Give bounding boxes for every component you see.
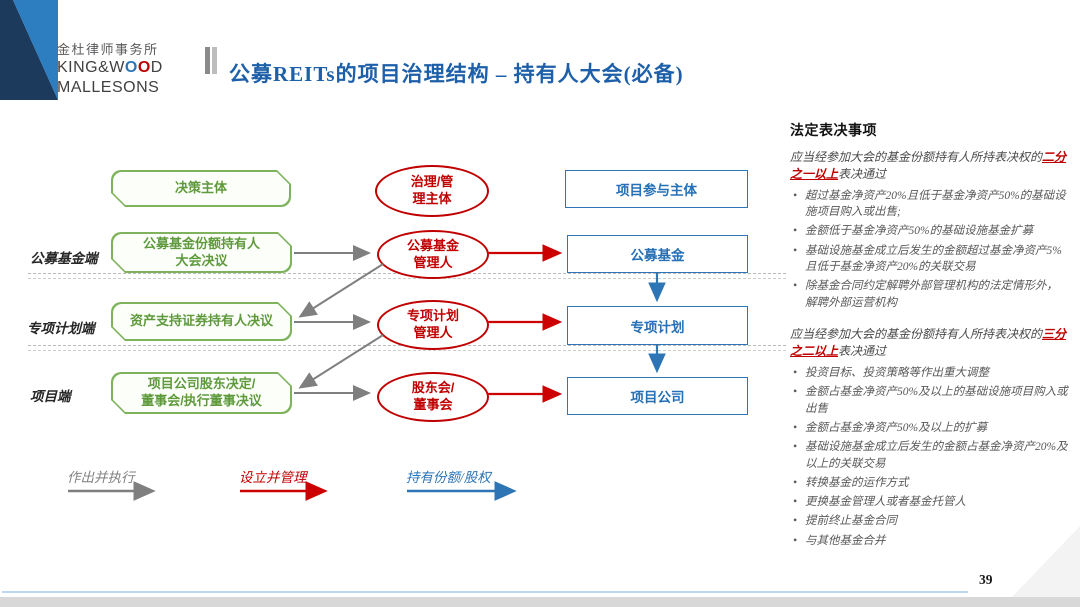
two-thirds-majority-highlight: 三分之二以上 — [790, 327, 1067, 359]
logo-blue-triangle — [13, 0, 58, 100]
green-header-decision-entity: 决策主体 — [111, 170, 291, 207]
panel-section1-bullets: 超过基金净资产20%且低于基金净资产50%的基础设施项目购入或出售; 金额低于基… — [790, 188, 1068, 311]
green-box-label: 公募基金份额持有人 大会决议 — [113, 234, 291, 272]
gray-diagonal-manager1-to-resolution2 — [298, 263, 384, 318]
logo-english-name-line1: KING&WOOD — [57, 58, 163, 78]
green-header-label: 决策主体 — [113, 172, 290, 206]
kwm-logo-mark-icon — [0, 0, 58, 100]
page-title: 公募REITs的项目治理结构 – 持有人大会(必备) — [229, 62, 684, 87]
blue-header-participant-entity: 项目参与主体 — [565, 170, 748, 208]
green-box-project-company-resolution: 项目公司股东决定/ 董事会/执行董事决议 — [111, 372, 292, 414]
green-box-label: 资产支持证券持有人决议 — [113, 304, 291, 340]
panel-section1-intro: 应当经参加大会的基金份额持有人所持表决权的二分之一以上表决通过 — [790, 149, 1068, 184]
blue-box-special-plan: 专项计划 — [567, 306, 748, 345]
green-box-label: 项目公司股东决定/ 董事会/执行董事决议 — [113, 374, 291, 413]
bullet-item: 与其他基金合并 — [793, 533, 1068, 550]
bullet-item: 金额低于基金净资产50%的基础设施基金扩募 — [793, 223, 1068, 240]
bullet-item: 基础设施基金成立后发生的金额占基金净资产20%及以上的关联交易 — [793, 439, 1068, 472]
bullet-item: 更换基金管理人或者基金托管人 — [793, 494, 1068, 511]
oval-special-plan-manager: 专项计划 管理人 — [377, 300, 489, 350]
logo-en-post: D — [150, 59, 163, 77]
intro-text: 表决通过 — [838, 344, 887, 359]
statutory-voting-matters-panel: 法定表决事项 应当经参加大会的基金份额持有人所持表决权的二分之一以上表决通过 超… — [790, 120, 1068, 564]
row-label-special-plan-side: 专项计划端 — [27, 321, 95, 336]
logo-english-name-line2: MALLESONS — [57, 79, 160, 97]
bullet-item: 超过基金净资产20%且低于基金净资产50%的基础设施项目购入或出售; — [793, 188, 1068, 221]
title-accent-bar-dark — [205, 47, 210, 74]
oval-public-fund-manager: 公募基金 管理人 — [377, 230, 489, 279]
oval-shareholders-board: 股东会/ 董事会 — [377, 372, 489, 422]
half-majority-highlight: 二分之一以上 — [790, 150, 1067, 182]
row-label-public-fund-side: 公募基金端 — [30, 251, 98, 266]
intro-text: 应当经参加大会的基金份额持有人所持表决权的 — [790, 327, 1043, 342]
bullet-item: 投资目标、投资策略等作出重大调整 — [793, 365, 1068, 382]
row-label-project-side: 项目端 — [30, 389, 71, 404]
panel-title: 法定表决事项 — [790, 124, 877, 139]
title-accent-bar-light — [212, 47, 217, 74]
bullet-item: 金额占基金净资产50%及以上的基础设施项目购入或出售 — [793, 384, 1068, 417]
bullet-item: 转换基金的运作方式 — [793, 475, 1068, 492]
intro-text: 表决通过 — [838, 167, 887, 182]
logo-en-pre: KING&W — [57, 59, 125, 77]
panel-section2-bullets: 投资目标、投资策略等作出重大调整 金额占基金净资产50%及以上的基础设施项目购入… — [790, 365, 1068, 550]
gray-diagonal-manager2-to-resolution3 — [298, 334, 384, 389]
bullet-item: 基础设施基金成立后发生的金额超过基金净资产5%且低于基金净资产20%的关联交易 — [793, 243, 1068, 276]
legend-label-make-and-execute: 作出并执行 — [67, 470, 135, 485]
logo-navy-triangle — [0, 0, 58, 100]
footer-bottom-bar — [0, 597, 1080, 607]
logo-chinese-name: 金杜律师事务所 — [57, 42, 159, 57]
bullet-item: 金额占基金净资产50%及以上的扩募 — [793, 420, 1068, 437]
panel-section2-intro: 应当经参加大会的基金份额持有人所持表决权的三分之二以上表决通过 — [790, 326, 1068, 361]
green-box-fund-holder-resolution: 公募基金份额持有人 大会决议 — [111, 232, 292, 273]
logo-red-o: O — [137, 59, 151, 77]
footer-accent-line — [2, 591, 968, 593]
page-number: 39 — [979, 572, 993, 587]
legend-label-establish-and-manage: 设立并管理 — [239, 470, 307, 485]
kwm-logo-text: 金杜律师事务所 KING&WOOD MALLESONS — [57, 42, 163, 98]
logo-blue-o: O — [124, 59, 138, 77]
bullet-item: 提前终止基金合同 — [793, 513, 1068, 530]
blue-box-public-fund: 公募基金 — [567, 235, 748, 273]
legend-label-hold-shares-equity: 持有份额/股权 — [406, 470, 491, 485]
green-box-abs-holder-resolution: 资产支持证券持有人决议 — [111, 302, 292, 341]
intro-text: 应当经参加大会的基金份额持有人所持表决权的 — [790, 150, 1043, 164]
bullet-item: 除基金合同约定解聘外部管理机构的法定情形外，解聘外部运营机构 — [793, 278, 1068, 311]
blue-box-project-company: 项目公司 — [567, 377, 748, 415]
oval-header-governance-entity: 治理/管 理主体 — [375, 165, 489, 217]
